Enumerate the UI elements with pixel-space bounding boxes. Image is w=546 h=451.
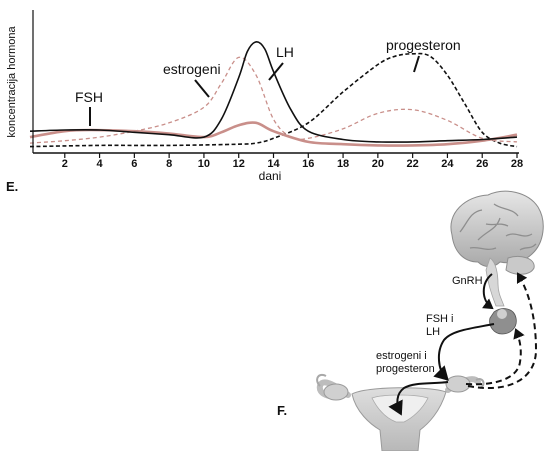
series-line-estrogeni — [29, 56, 518, 144]
progesterone-leader — [413, 55, 420, 73]
pituitary-illustration — [489, 308, 517, 335]
fsh-lh-arrow — [433, 323, 495, 381]
series-line-progesteron — [29, 52, 518, 148]
y-axis-label: koncentracija hormona — [6, 25, 18, 137]
x-axis-label: dani — [259, 169, 282, 183]
x-tick-label: 28 — [511, 158, 523, 170]
panel-label-f: F. — [277, 403, 288, 418]
x-tick-label: 12 — [233, 158, 245, 170]
x-tick-label: 14 — [267, 158, 280, 170]
x-tick-label: 26 — [476, 158, 488, 170]
lh-label: LH — [276, 44, 294, 60]
lh-leader — [268, 62, 284, 81]
estrogen-leader — [194, 79, 210, 98]
x-tick-label: 18 — [337, 158, 349, 170]
x-tick-label: 24 — [441, 158, 454, 170]
x-tick-label: 20 — [372, 158, 384, 170]
gnrh-label: GnRH — [452, 275, 483, 287]
x-tick-label: 6 — [131, 158, 137, 170]
x-tick-label: 16 — [302, 158, 314, 170]
uterus-illustration — [316, 374, 485, 451]
fsh-lh-label-line2: LH — [426, 326, 441, 338]
x-tick-label: 8 — [166, 158, 172, 170]
series-line-lh — [29, 41, 518, 143]
x-tick-label: 22 — [407, 158, 419, 170]
estrogen-progesterone-arrow — [388, 381, 449, 416]
estrogen-label: estrogeni — [163, 61, 221, 77]
gnrh-arrow — [482, 273, 494, 310]
x-tick-label: 4 — [97, 158, 104, 170]
fsh-lh-label-line1: FSH i — [426, 313, 454, 325]
fsh-label: FSH — [75, 89, 103, 105]
feedback-arrow-pituitary — [465, 328, 525, 386]
panel-label-e: E. — [6, 179, 19, 194]
x-tick-label: 2 — [62, 158, 68, 170]
x-tick-label: 10 — [198, 158, 210, 170]
brain-illustration — [450, 190, 544, 307]
progesterone-label: progesteron — [386, 37, 461, 53]
estrogen-progesterone-label-line1: estrogeni i — [376, 350, 427, 362]
series-layer — [29, 41, 518, 148]
estrogen-progesterone-label-line2: progesteron — [376, 363, 435, 375]
feedback-arrow-hypothalamus — [467, 272, 538, 390]
